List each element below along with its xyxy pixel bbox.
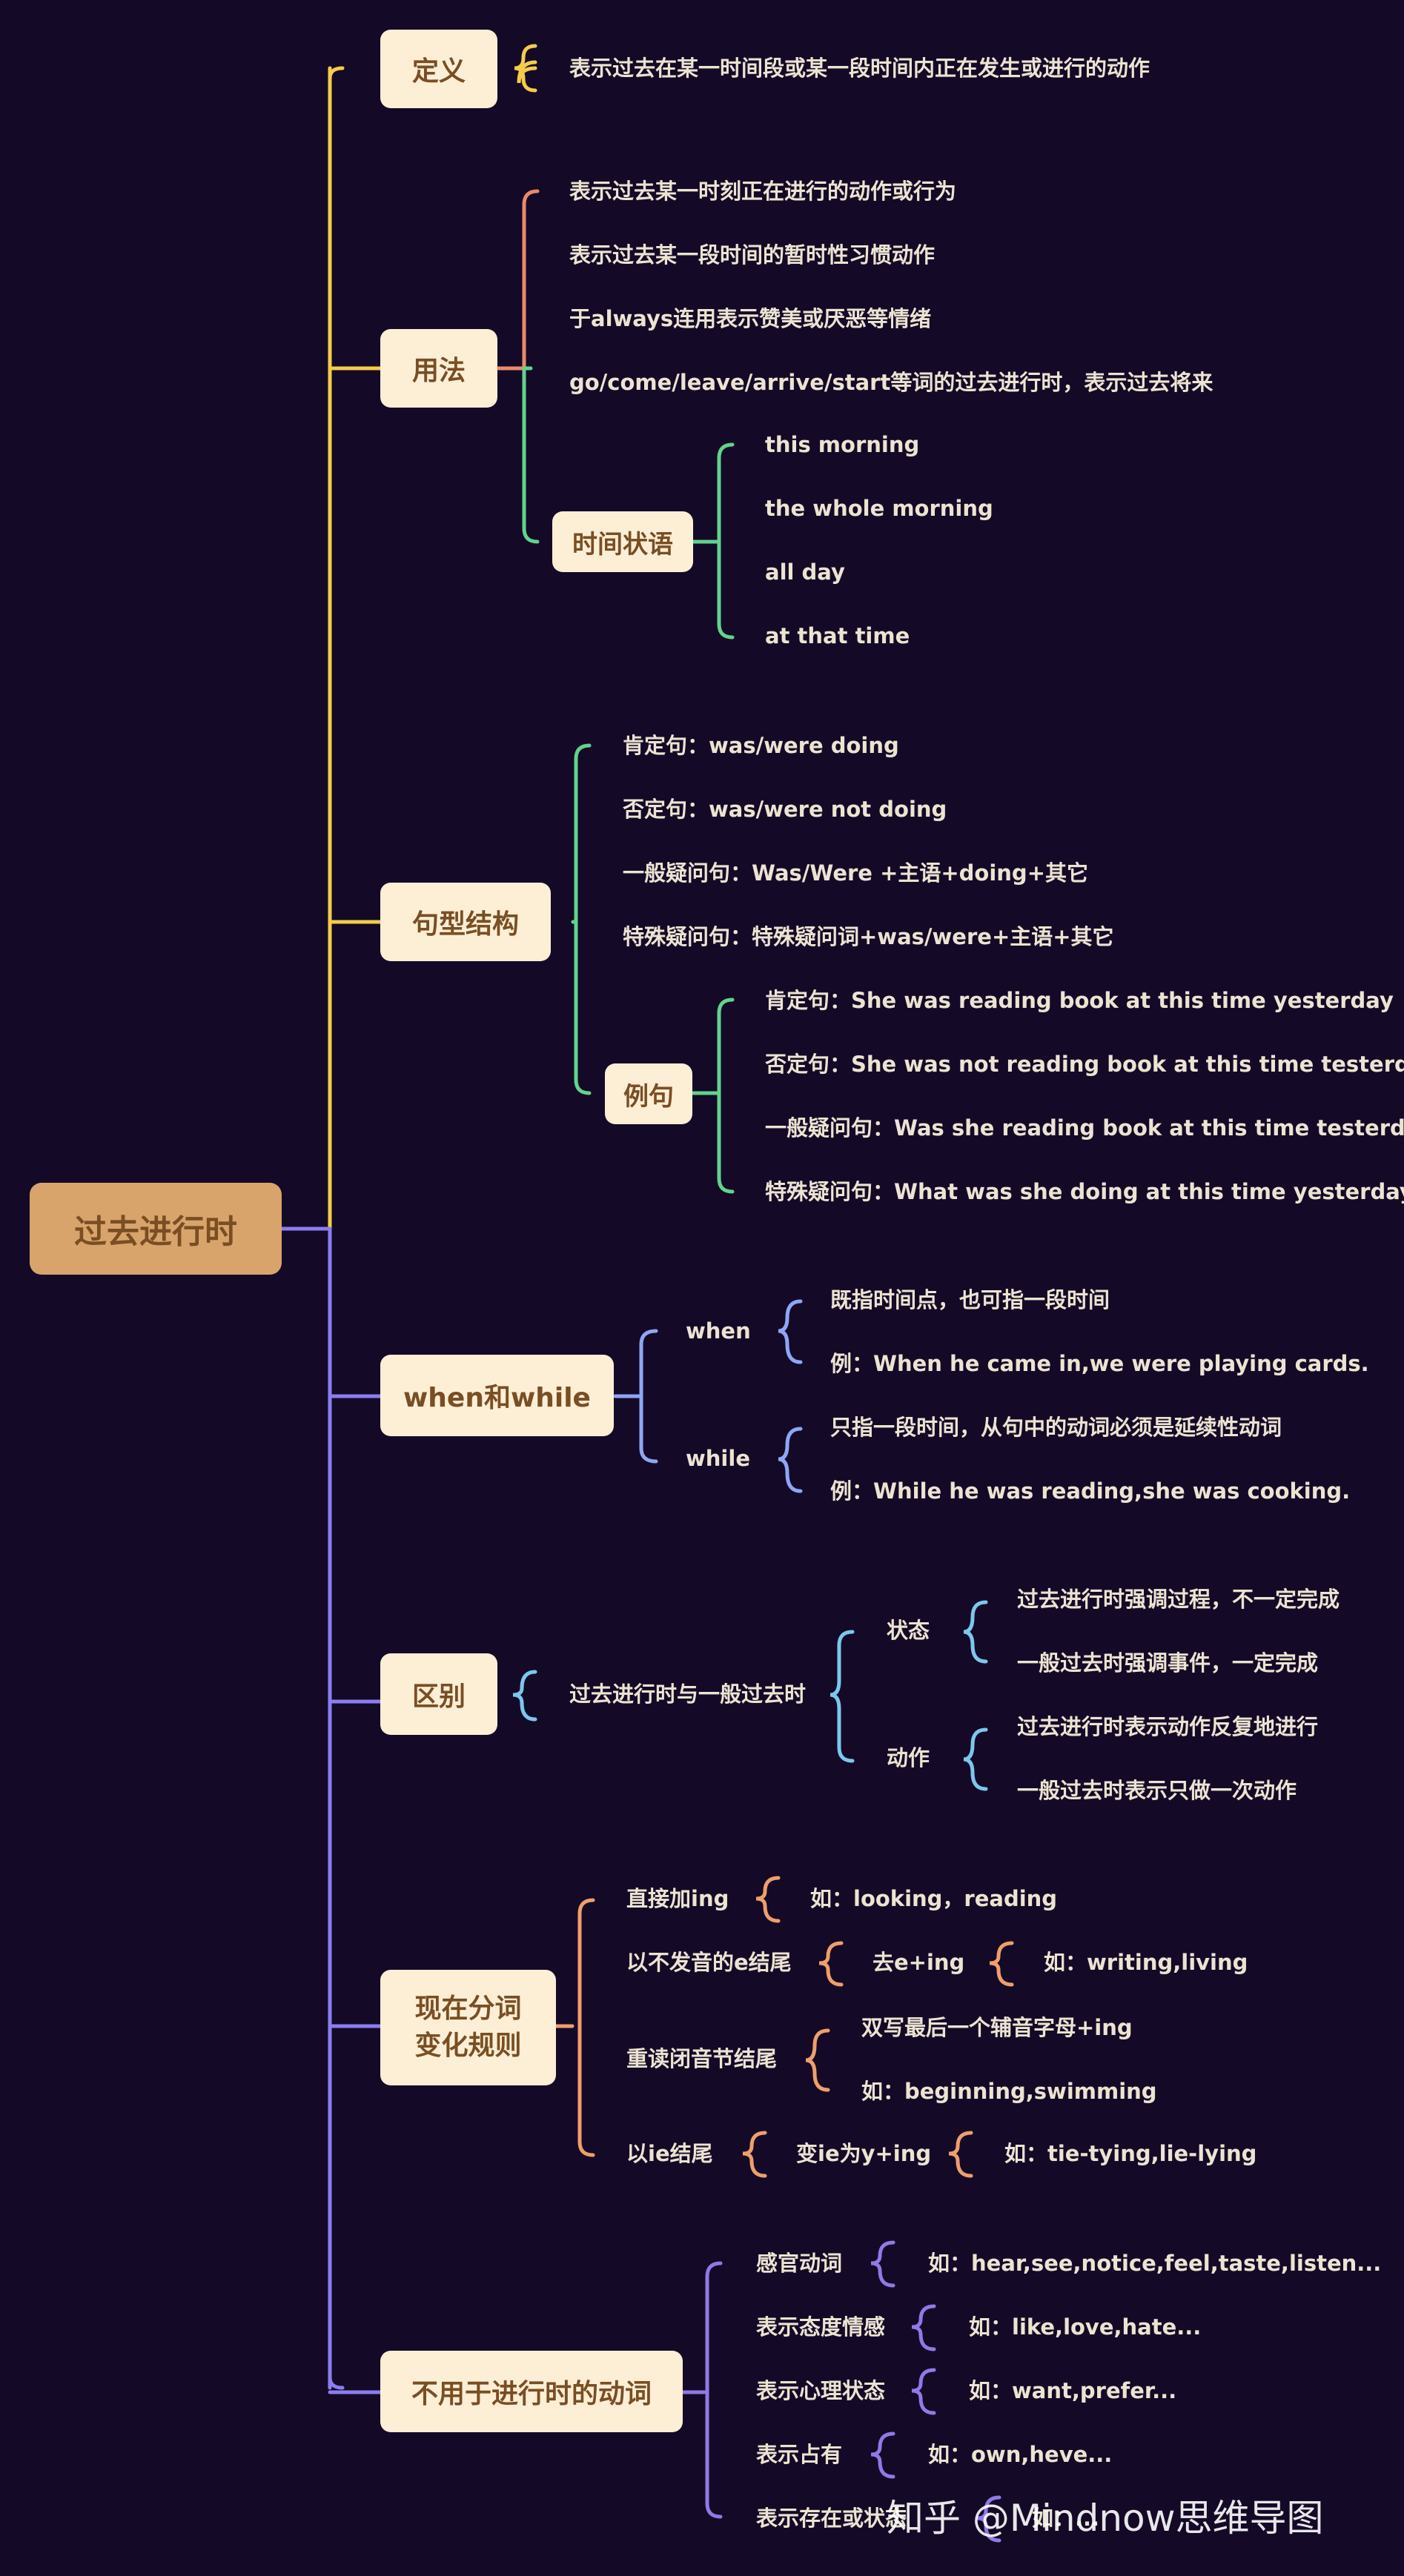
verb-type-example: 如：like,love,hate... bbox=[969, 2314, 1202, 2340]
node-not-progressive[interactable]: 不用于进行时的动词 bbox=[380, 2351, 683, 2432]
rule-label: 直接加ing bbox=[626, 1886, 729, 1911]
verb-type-example: 如：hear,see,notice,feel,taste,listen... bbox=[928, 2251, 1382, 2276]
time-adverbial-item: at that time bbox=[765, 623, 910, 648]
watermark: 知乎 @Mindnow思维导图 bbox=[887, 2497, 1324, 2540]
when-label: when bbox=[686, 1318, 751, 1344]
verb-type-example: 如：own,heve... bbox=[928, 2442, 1113, 2467]
action-label: 动作 bbox=[887, 1745, 930, 1770]
state-item: 过去进行时强调过程，不一定完成 bbox=[1017, 1587, 1340, 1612]
time-adverbial-item: all day bbox=[765, 560, 845, 585]
state-item: 一般过去时强调事件，一定完成 bbox=[1017, 1650, 1319, 1676]
rule-change: 变ie为y+ing bbox=[796, 2141, 932, 2166]
node-difference[interactable]: 区别 bbox=[380, 1653, 497, 1735]
rule-label: 以不发音的e结尾 bbox=[626, 1950, 792, 1975]
structure-item: 特殊疑问句：特殊疑问词+was/were+主语+其它 bbox=[623, 924, 1114, 949]
node-participle[interactable]: 现在分词 变化规则 bbox=[380, 1970, 556, 2085]
usage-item: 于always连用表示赞美或厌恶等情绪 bbox=[569, 306, 932, 331]
example-sentence: 肯定句：She was reading book at this time ye… bbox=[765, 988, 1394, 1013]
verb-type-label: 表示心理状态 bbox=[756, 2378, 886, 2403]
rule-example: 如：tie-tying,lie-lying bbox=[1004, 2141, 1257, 2166]
node-examples[interactable]: 例句 bbox=[605, 1063, 692, 1124]
while-label: while bbox=[686, 1446, 750, 1471]
verb-type-label: 表示态度情感 bbox=[756, 2314, 886, 2340]
participle-label-line2: 变化规则 bbox=[414, 2031, 522, 2061]
node-structure[interactable]: 句型结构 bbox=[380, 883, 551, 961]
example-sentence: 否定句：She was not reading book at this tim… bbox=[765, 1052, 1404, 1077]
action-item: 过去进行时表示动作反复地进行 bbox=[1017, 1714, 1319, 1739]
participle-label-line1: 现在分词 bbox=[414, 1994, 522, 2024]
verb-type-example: 如：want,prefer... bbox=[969, 2378, 1177, 2403]
example-sentence: 特殊疑问句：What was she doing at this time ye… bbox=[765, 1179, 1404, 1204]
example-sentence: 一般疑问句：Was she reading book at this time … bbox=[765, 1115, 1404, 1141]
while-item: 例：While he was reading,she was cooking. bbox=[830, 1478, 1351, 1504]
node-time-adverbial[interactable]: 时间状语 bbox=[552, 511, 693, 572]
usage-item: go/come/leave/arrive/start等词的过去进行时，表示过去将… bbox=[569, 370, 1213, 395]
rule-example: 如：looking，reading bbox=[810, 1886, 1058, 1911]
structure-item: 一般疑问句：Was/Were +主语+doing+其它 bbox=[623, 860, 1088, 886]
root-node[interactable]: 过去进行时 bbox=[30, 1183, 282, 1275]
difference-text: 过去进行时与一般过去时 bbox=[569, 1682, 807, 1707]
rule-example: 如：writing,living bbox=[1044, 1950, 1248, 1975]
when-item: 既指时间点，也可指一段时间 bbox=[830, 1287, 1110, 1312]
node-usage[interactable]: 用法 bbox=[380, 329, 497, 408]
action-item: 一般过去时表示只做一次动作 bbox=[1017, 1778, 1297, 1803]
time-adverbial-item: this morning bbox=[765, 432, 920, 457]
when-item: 例：When he came in,we were playing cards. bbox=[830, 1351, 1369, 1376]
state-label: 状态 bbox=[887, 1618, 930, 1643]
usage-item: 表示过去某一段时间的暂时性习惯动作 bbox=[569, 242, 936, 268]
verb-type-example: 如：... bbox=[1032, 2506, 1100, 2531]
definition-text: 表示过去在某一时间段或某一段时间内正在发生或进行的动作 bbox=[569, 56, 1150, 81]
rule-change: 去e+ing bbox=[872, 1950, 965, 1975]
rule-change: 双写最后一个辅音字母+ing bbox=[861, 2015, 1133, 2040]
node-definition[interactable]: 定义 bbox=[380, 30, 497, 108]
time-adverbial-item: the whole morning bbox=[765, 496, 993, 521]
verb-type-label: 感官动词 bbox=[756, 2251, 843, 2276]
usage-item: 表示过去某一时刻正在进行的动作或行为 bbox=[569, 179, 957, 204]
node-when-while[interactable]: when和while bbox=[380, 1355, 614, 1436]
verb-type-label: 表示占有 bbox=[756, 2442, 843, 2467]
while-item: 只指一段时间，从句中的动词必须是延续性动词 bbox=[830, 1415, 1282, 1440]
structure-item: 肯定句：was/were doing bbox=[623, 733, 899, 758]
structure-item: 否定句：was/were not doing bbox=[623, 797, 947, 822]
verb-type-label: 表示存在或状态 bbox=[756, 2506, 907, 2531]
rule-label: 重读闭音节结尾 bbox=[626, 2046, 778, 2071]
rule-label: 以ie结尾 bbox=[626, 2141, 713, 2166]
rule-example: 如：beginning,swimming bbox=[861, 2079, 1157, 2104]
